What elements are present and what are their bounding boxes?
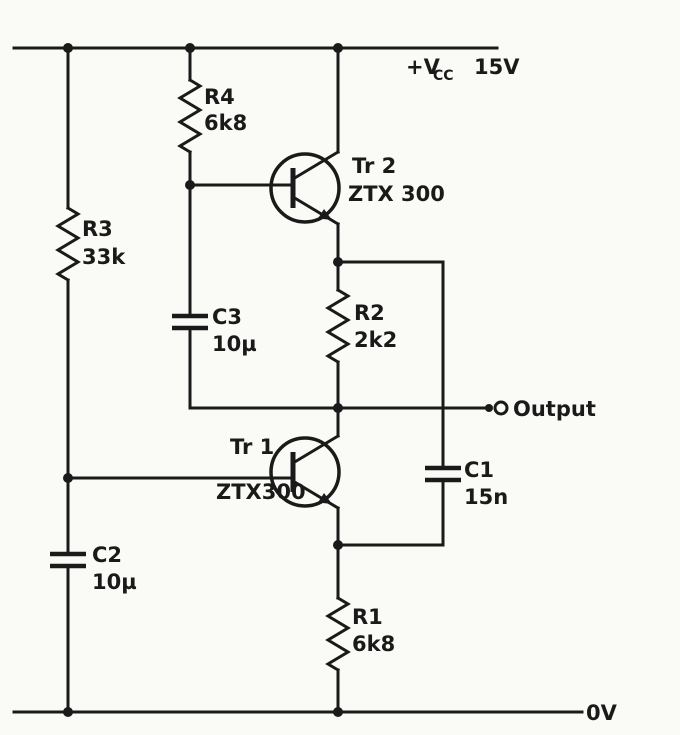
- r4-name-label: R4: [204, 85, 235, 109]
- resistor-zigzag: [325, 287, 351, 365]
- vcc-label-prefix: +V: [406, 55, 441, 79]
- output-terminal-circle: [493, 400, 509, 416]
- resistor-zigzag: [177, 77, 203, 155]
- output-label: Output: [513, 397, 596, 421]
- resistor-r4: R4 6k8: [177, 46, 247, 187]
- output-terminal: Output: [188, 397, 596, 421]
- c2-value-label: 10µ: [92, 570, 137, 594]
- r1-name-label: R1: [352, 605, 383, 629]
- c3-value-label: 10µ: [212, 332, 257, 356]
- resistor-r1: R1 6k8: [325, 543, 395, 714]
- r2-name-label: R2: [354, 301, 385, 325]
- r3-name-label: R3: [82, 217, 113, 241]
- tr1-collector-lead: [290, 433, 341, 466]
- r3-value-label: 33k: [82, 245, 126, 269]
- vcc-voltage-label: 15V: [474, 55, 520, 79]
- tr2-name-label: Tr 2: [352, 154, 396, 178]
- junction-dot: [63, 473, 73, 483]
- tr2-body: [269, 152, 341, 224]
- tr2-part-label: ZTX 300: [348, 182, 445, 206]
- tr2-emitter-arrow: [318, 209, 332, 220]
- resistor-r3: R3 33k: [55, 46, 126, 556]
- tr1-name-label: Tr 1: [230, 435, 274, 459]
- transistor-tr1: Tr 1 ZTX300: [63, 406, 341, 547]
- tr1-emitter-arrow: [318, 493, 332, 504]
- resistor-zigzag: [325, 595, 351, 673]
- resistor-r2: R2 2k2: [325, 257, 397, 410]
- r4-value-label: 6k8: [204, 111, 247, 135]
- capacitor-c3: C3 10µ: [172, 183, 257, 410]
- tr1-body: [269, 436, 341, 508]
- vcc-label-subscript: CC: [433, 68, 454, 84]
- c1-name-label: C1: [464, 458, 494, 482]
- terminal-dot: [485, 404, 493, 412]
- ground-rail: 0V: [12, 701, 618, 725]
- capacitor-c1: C1 15n: [333, 260, 508, 550]
- capacitor-c2: C2 10µ: [50, 543, 137, 714]
- c3-name-label: C3: [212, 305, 242, 329]
- c2-name-label: C2: [92, 543, 122, 567]
- c1-value-label: 15n: [464, 485, 508, 509]
- transistor-tr2: Tr 2 ZTX 300: [185, 46, 445, 264]
- resistor-zigzag: [55, 205, 81, 283]
- r1-value-label: 6k8: [352, 632, 395, 656]
- ground-label: 0V: [586, 701, 618, 725]
- positive-supply-rail: +V CC 15V: [12, 43, 520, 84]
- tr1-part-label: ZTX300: [216, 480, 306, 504]
- tr2-collector-lead: [290, 149, 341, 182]
- r2-value-label: 2k2: [354, 328, 397, 352]
